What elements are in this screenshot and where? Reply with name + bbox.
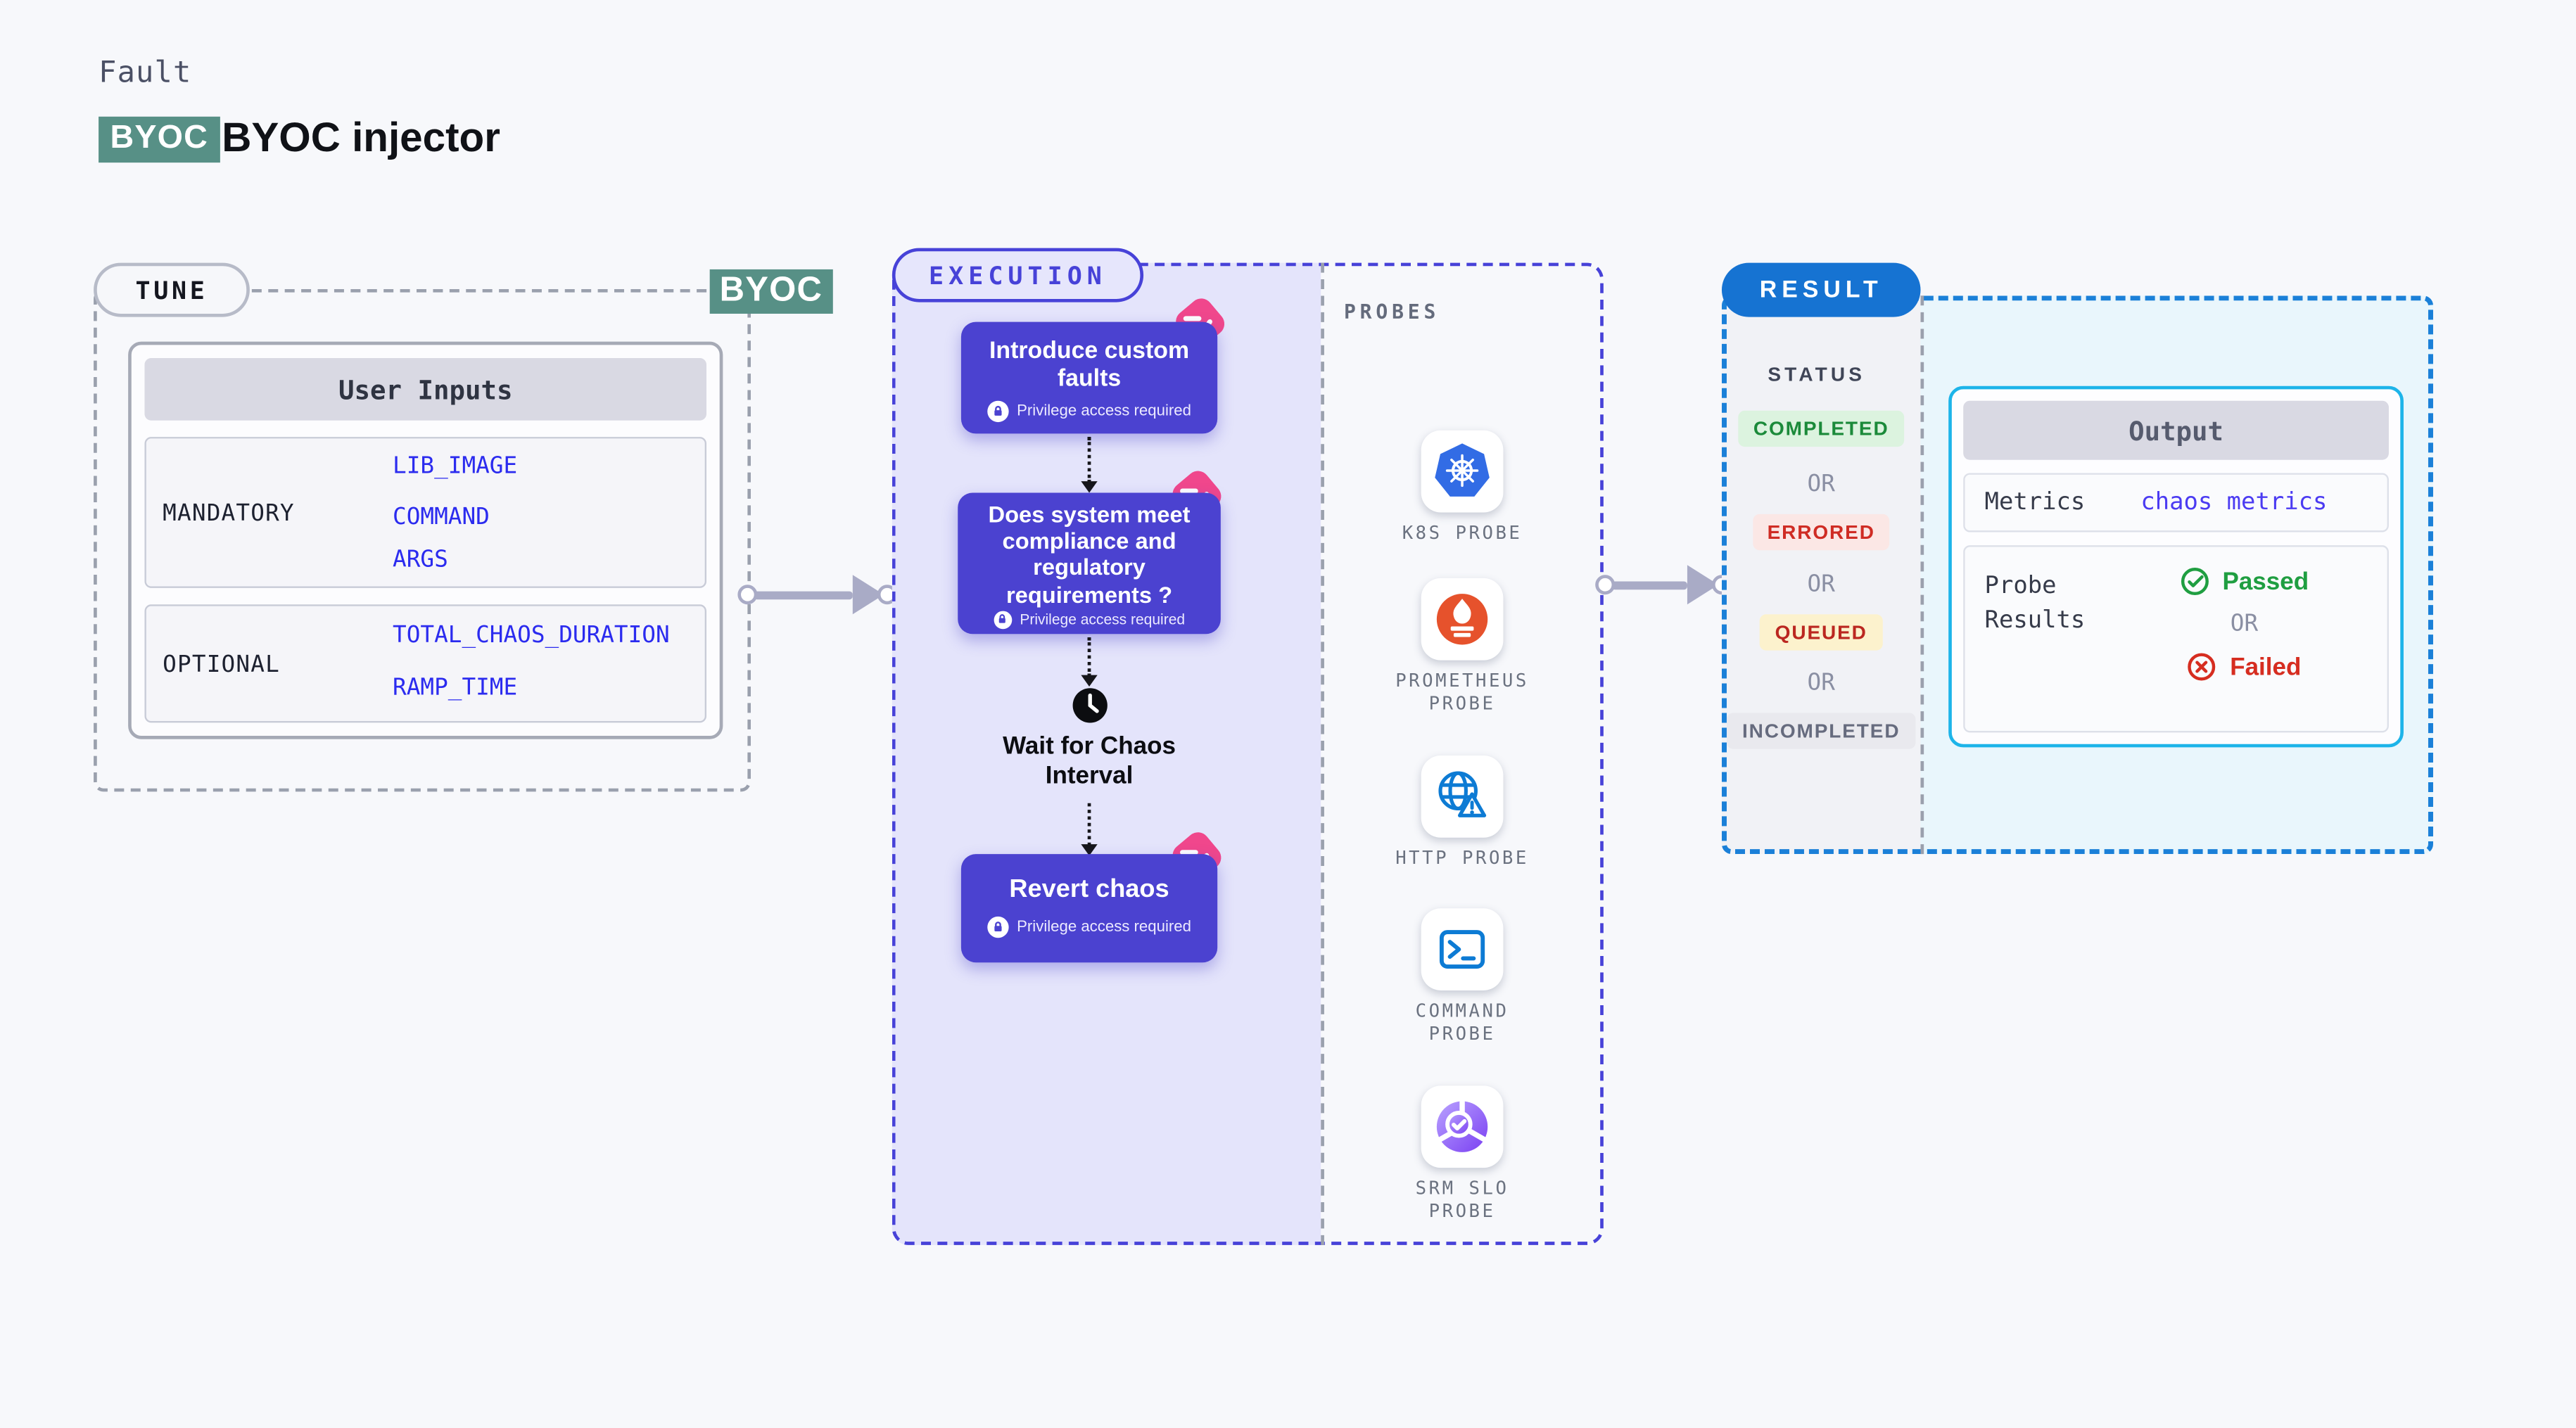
or-separator: OR xyxy=(1807,471,1835,498)
execution-pill: EXECUTION xyxy=(892,248,1144,302)
output-header: Output xyxy=(1963,400,2389,460)
check-circle-icon xyxy=(2181,568,2209,596)
x-circle-icon xyxy=(2188,653,2216,681)
dotted-connector-arrow xyxy=(1080,637,1098,687)
probes-panel-label: PROBES xyxy=(1343,300,1440,324)
dotted-connector-arrow xyxy=(1080,437,1098,493)
privilege-note: Privilege access required xyxy=(1017,402,1191,421)
step-revert-chaos: Revert chaos Privilege access required xyxy=(960,854,1218,963)
tune-pill: TUNE xyxy=(94,262,250,317)
status-badge-completed: COMPLETED xyxy=(1738,410,1904,447)
execution-section-outline xyxy=(892,262,1604,1245)
env-var-total-chaos-duration: TOTAL_CHAOS_DURATION xyxy=(393,622,670,649)
privilege-note: Privilege access required xyxy=(1017,917,1191,936)
probe-name: SRM SLO PROBE xyxy=(1415,1178,1509,1223)
fault-kicker: Fault xyxy=(99,56,192,91)
mandatory-row: MANDATORY LIB_IMAGE COMMAND ARGS xyxy=(144,437,707,588)
failed-label: Failed xyxy=(2230,653,2302,681)
mandatory-label: MANDATORY xyxy=(163,501,295,528)
connector-dot xyxy=(1595,574,1616,594)
status-badge-queued: QUEUED xyxy=(1760,614,1882,651)
failed-result: Failed xyxy=(2187,652,2301,682)
probe-item-http: HTTP PROBE xyxy=(1321,756,1604,871)
probe-item-srm-slo: SRM SLO PROBE xyxy=(1321,1085,1604,1225)
or-separator: OR xyxy=(1807,571,1835,598)
passed-result: Passed xyxy=(2180,567,2309,597)
metrics-value: chaos metrics xyxy=(2140,489,2328,516)
status-column-background xyxy=(1721,295,1921,855)
optional-row: OPTIONAL TOTAL_CHAOS_DURATION RAMP_TIME xyxy=(144,604,707,723)
probe-item-prometheus: PROMETHEUS PROBE xyxy=(1321,578,1604,718)
metrics-row: Metrics chaos metrics xyxy=(1963,473,2389,533)
probe-item-k8s: K8S PROBE xyxy=(1321,430,1604,546)
dotted-connector-arrow xyxy=(1080,803,1098,856)
lock-icon xyxy=(987,400,1009,423)
slo-check-icon xyxy=(1421,1085,1504,1168)
or-separator: OR xyxy=(1807,670,1835,696)
status-heading: STATUS xyxy=(1768,363,1866,386)
step-introduce-faults: Introduce custom faults Privilege access… xyxy=(960,321,1218,434)
env-var-ramp-time: RAMP_TIME xyxy=(393,675,518,702)
step-compliance-check: Does system meet compliance and regulato… xyxy=(958,492,1221,635)
status-badge-errored: ERRORED xyxy=(1752,514,1890,551)
probe-name: COMMAND PROBE xyxy=(1415,1000,1509,1045)
step-title: Does system meet compliance and regulato… xyxy=(988,501,1191,608)
status-badge-incompleted: INCOMPLETED xyxy=(1727,713,1915,749)
probe-results-row: Probe Results Passed OR Failed xyxy=(1963,545,2389,733)
probe-name: K8S PROBE xyxy=(1402,522,1523,544)
page-title: BYOC injector xyxy=(222,115,500,161)
probe-name: HTTP PROBE xyxy=(1395,847,1529,869)
env-var-lib-image: LIB_IMAGE xyxy=(393,453,518,480)
globe-warning-icon xyxy=(1421,756,1504,838)
env-var-args: ARGS xyxy=(393,547,448,573)
privilege-note: Privilege access required xyxy=(1020,611,1186,628)
step-title: Revert chaos xyxy=(1009,875,1169,904)
lock-icon xyxy=(993,611,1012,630)
byoc-corner-badge: BYOC xyxy=(709,269,833,314)
wait-for-chaos-interval-label: Wait for Chaos Interval xyxy=(1003,732,1176,791)
env-var-command: COMMAND xyxy=(393,504,490,531)
probe-name: PROMETHEUS PROBE xyxy=(1395,670,1529,715)
terminal-icon xyxy=(1421,908,1504,990)
connector-dot xyxy=(737,584,758,604)
status-output-divider xyxy=(1920,295,1924,855)
passed-label: Passed xyxy=(2222,567,2309,596)
result-pill: RESULT xyxy=(1721,262,1921,317)
metrics-label: Metrics xyxy=(1984,489,2086,516)
step-title: Introduce custom faults xyxy=(989,338,1190,392)
prometheus-icon xyxy=(1421,578,1504,661)
tune-section-outline xyxy=(94,288,751,792)
or-separator: OR xyxy=(2230,611,2259,637)
arrow-line xyxy=(754,590,853,599)
execution-probes-divider xyxy=(1321,262,1324,1245)
output-card: Output Metrics chaos metrics Probe Resul… xyxy=(1948,385,2404,748)
arrow-line xyxy=(1611,580,1687,589)
byoc-title-badge: BYOC xyxy=(99,116,220,163)
probe-item-command: COMMAND PROBE xyxy=(1321,908,1604,1047)
result-section-outline xyxy=(1721,295,2433,855)
optional-label: OPTIONAL xyxy=(163,651,280,679)
user-inputs-header: User Inputs xyxy=(144,358,707,421)
lock-icon xyxy=(987,916,1009,938)
clock-icon xyxy=(1071,687,1109,732)
kubernetes-icon xyxy=(1421,430,1504,513)
probe-results-label: Probe Results xyxy=(1984,573,2086,635)
